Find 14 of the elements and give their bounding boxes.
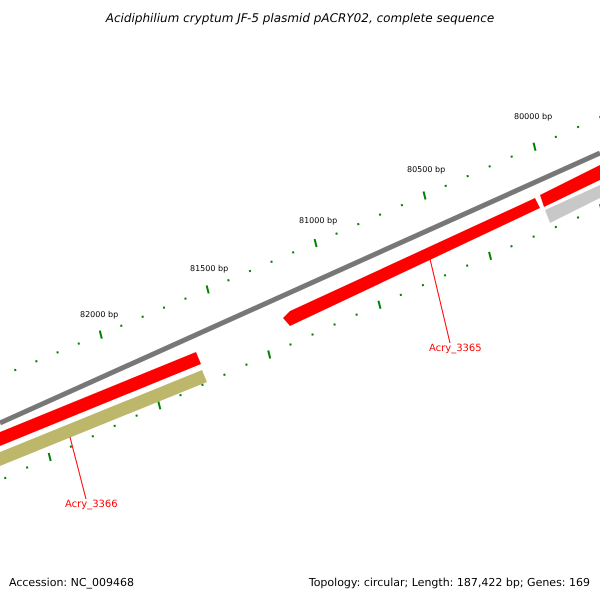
scale-label: 81000 bp bbox=[299, 216, 338, 226]
accession-text: Accession: NC_009468 bbox=[9, 576, 134, 590]
gene-label: Acry_3365 bbox=[429, 343, 482, 355]
gene-bar bbox=[0, 370, 207, 466]
scale-label: 80000 bp bbox=[514, 112, 552, 122]
title: Acidiphilium cryptum JF-5 plasmid pACRY02, complete sequence bbox=[104, 11, 496, 26]
gene-label: Acry_3366 bbox=[65, 499, 118, 511]
leader-line bbox=[430, 258, 450, 344]
scale-label: 81500 bp bbox=[190, 264, 228, 274]
scale-label: 80500 bp bbox=[407, 165, 446, 175]
scale-label: 82000 bp bbox=[80, 310, 118, 320]
leader-line bbox=[70, 436, 86, 500]
gene-bar bbox=[283, 198, 540, 326]
summary-text: Topology: circular; Length: 187,422 bp; Genes: 169 bbox=[308, 576, 590, 590]
